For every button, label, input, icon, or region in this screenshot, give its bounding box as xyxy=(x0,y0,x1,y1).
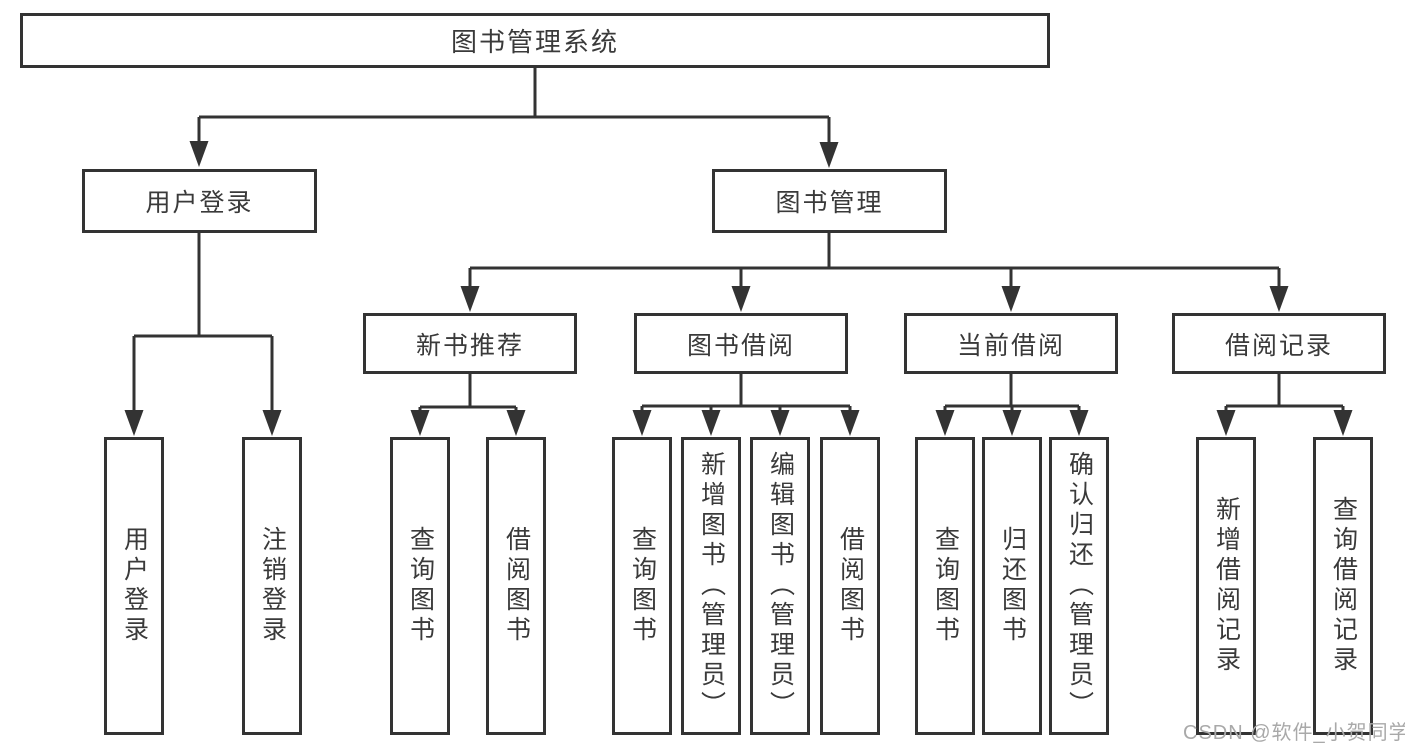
leaf-logout: 注销登录 xyxy=(242,437,302,735)
arrowhead-icon xyxy=(410,410,430,436)
leaf-return-book-label: 归还图书 xyxy=(998,526,1027,646)
arrowhead-icon xyxy=(632,410,652,436)
arrowhead-icon xyxy=(1002,410,1022,436)
leaf-query-books-current-label: 查询图书 xyxy=(931,526,960,646)
arrowhead-icon xyxy=(262,410,282,436)
node-new-book-recommendation: 新书推荐 xyxy=(363,313,577,374)
leaf-add-book-admin-label: 新增图书（管理员） xyxy=(697,451,726,721)
csdn-watermark: CSDN @软件_小贺同学 xyxy=(1183,722,1405,744)
arrowhead-icon xyxy=(819,142,839,168)
leaf-query-borrow-record: 查询借阅记录 xyxy=(1313,437,1373,735)
arrowheads xyxy=(124,141,1353,436)
leaf-confirm-return-admin-label: 确认归还（管理员） xyxy=(1065,451,1094,721)
leaf-return-book: 归还图书 xyxy=(982,437,1042,735)
leaf-query-borrow-record-label: 查询借阅记录 xyxy=(1329,496,1358,676)
arrowhead-icon xyxy=(770,410,790,436)
leaf-confirm-return-admin: 确认归还（管理员） xyxy=(1049,437,1109,735)
arrowhead-icon xyxy=(731,286,751,312)
node-book-management: 图书管理 xyxy=(712,169,947,233)
arrowhead-icon xyxy=(935,410,955,436)
leaf-query-books-borrow-label: 查询图书 xyxy=(628,526,657,646)
leaf-user-login-label: 用户登录 xyxy=(120,526,149,646)
connector-current-borrow-branch xyxy=(943,373,1081,414)
leaf-add-borrow-record-label: 新增借阅记录 xyxy=(1212,496,1241,676)
leaf-add-borrow-record: 新增借阅记录 xyxy=(1196,437,1256,735)
leaf-add-book-admin: 新增图书（管理员） xyxy=(681,437,741,735)
leaf-edit-book-admin-label: 编辑图书（管理员） xyxy=(766,451,795,721)
leaf-logout-label: 注销登录 xyxy=(258,526,287,646)
leaf-borrow-books: 借阅图书 xyxy=(820,437,880,735)
node-borrowing-records: 借阅记录 xyxy=(1172,313,1386,374)
arrowhead-icon xyxy=(460,286,480,312)
leaf-query-books-current: 查询图书 xyxy=(915,437,975,735)
connector-root-to-level1 xyxy=(197,68,831,146)
connector-book-borrow-branch xyxy=(640,373,852,414)
leaf-borrow-books-recommend: 借阅图书 xyxy=(486,437,546,735)
arrowhead-icon xyxy=(701,410,721,436)
arrowhead-icon xyxy=(189,141,209,167)
leaf-borrow-books-recommend-label: 借阅图书 xyxy=(502,526,531,646)
connector-paths xyxy=(132,68,1345,414)
arrowhead-icon xyxy=(1269,286,1289,312)
node-library-management-system: 图书管理系统 xyxy=(20,13,1050,68)
node-current-borrowing: 当前借阅 xyxy=(904,313,1118,374)
leaf-query-books-borrow: 查询图书 xyxy=(612,437,672,735)
connector-user-login-branch xyxy=(132,232,274,414)
arrowhead-icon xyxy=(124,410,144,436)
node-user-login: 用户登录 xyxy=(82,169,317,233)
leaf-user-login: 用户登录 xyxy=(104,437,164,735)
arrowhead-icon xyxy=(1001,286,1021,312)
arrowhead-icon xyxy=(1216,410,1236,436)
arrowhead-icon xyxy=(506,410,526,436)
arrowhead-icon xyxy=(1333,410,1353,436)
leaf-query-books-recommend: 查询图书 xyxy=(390,437,450,735)
arrowhead-icon xyxy=(1069,410,1089,436)
arrowhead-icon xyxy=(840,410,860,436)
leaf-edit-book-admin: 编辑图书（管理员） xyxy=(750,437,810,735)
connector-new-books-branch xyxy=(418,373,518,414)
connector-borrow-records-branch xyxy=(1224,373,1345,414)
node-book-borrowing: 图书借阅 xyxy=(634,313,848,374)
connector-book-management-branch xyxy=(468,232,1281,290)
leaf-borrow-books-label: 借阅图书 xyxy=(836,526,865,646)
leaf-query-books-recommend-label: 查询图书 xyxy=(406,526,435,646)
